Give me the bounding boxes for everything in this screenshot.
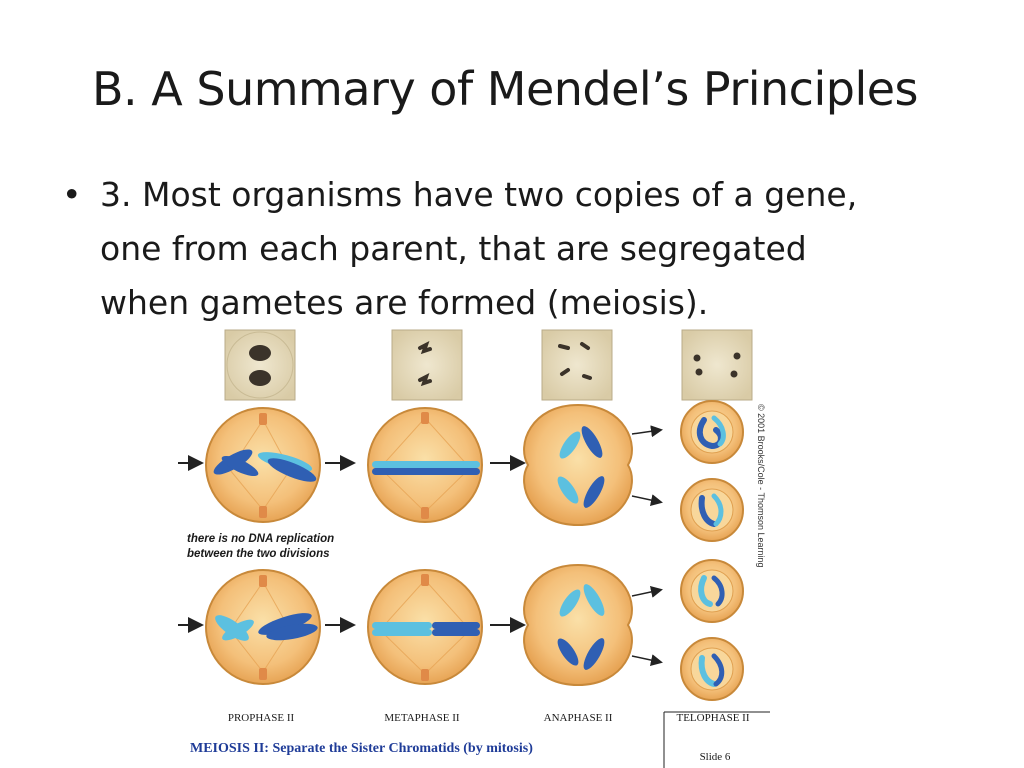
micrograph-anaphase: [541, 329, 613, 401]
bullet-line-1: 3. Most organisms have two copies of a g…: [100, 175, 858, 214]
figure-caption: MEIOSIS II: Separate the Sister Chromati…: [190, 741, 533, 756]
cell-prophase-bottom: [205, 569, 321, 685]
micrograph-prophase: [224, 329, 296, 401]
phase-label-telophase: TELOPHASE II: [676, 712, 749, 724]
cell-metaphase-bottom: [367, 569, 483, 685]
annotation-line-1: there is no DNA replication: [187, 533, 334, 545]
cell-telophase-1: [680, 400, 744, 464]
cell-metaphase-top: [367, 407, 483, 523]
arrow: [631, 494, 663, 506]
bullet-marker: •: [62, 175, 82, 214]
arrow: [631, 425, 663, 438]
slide-title: B. A Summary of Mendel’s Principles: [92, 62, 919, 116]
bullet-text: 3. Most organisms have two copies of a g…: [100, 168, 980, 330]
slide-number-box: Slide 6: [663, 711, 770, 768]
micrograph-telophase: [681, 329, 753, 401]
arrow: [631, 586, 663, 598]
phase-label-metaphase: METAPHASE II: [384, 712, 460, 724]
arrow: [631, 654, 663, 666]
slide-number: Slide 6: [700, 751, 731, 763]
copyright-credit: © 2001 Brooks/Cole - Thomson Learning: [756, 404, 766, 568]
cell-telophase-4: [680, 637, 744, 701]
cell-anaphase-bottom: [523, 563, 633, 687]
bullet-line-2: one from each parent, that are segregate…: [100, 229, 807, 268]
annotation-line-2: between the two divisions: [187, 548, 330, 560]
phase-label-anaphase: ANAPHASE II: [544, 712, 613, 724]
phase-label-prophase: PROPHASE II: [228, 712, 295, 724]
bullet-line-3: when gametes are formed (meiosis).: [100, 283, 709, 322]
cell-telophase-2: [680, 478, 744, 542]
cell-prophase-top: [205, 407, 321, 523]
cell-anaphase-top: [523, 403, 633, 527]
micrograph-metaphase: [391, 329, 463, 401]
cell-telophase-3: [680, 559, 744, 623]
